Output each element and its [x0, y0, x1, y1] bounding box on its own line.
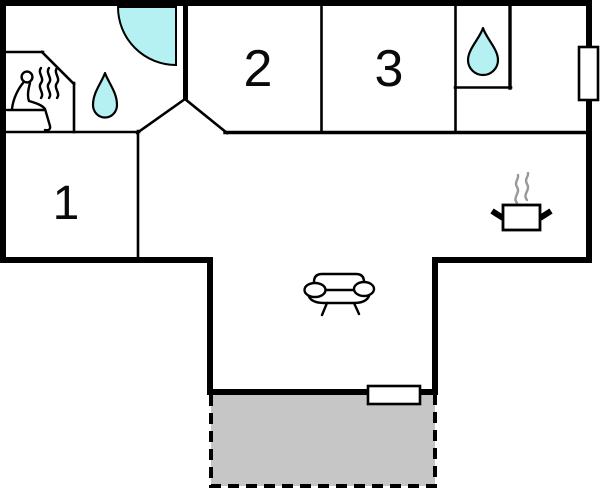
door-swing-arc	[116, 6, 177, 67]
pot-body	[501, 203, 542, 232]
water-drop-shape	[91, 71, 119, 119]
heat-wave-icon	[46, 66, 52, 100]
hall-diagonal-right	[183, 97, 229, 135]
outer-walls	[0, 0, 592, 395]
terrace-fill	[211, 393, 435, 486]
room-3-label: 3	[375, 40, 404, 98]
window-right	[577, 45, 600, 102]
room-1-label: 1	[53, 177, 80, 230]
heat-wave-icon	[54, 66, 60, 100]
sauna-person-arm	[10, 81, 25, 111]
sofa-base	[306, 290, 372, 305]
sauna-icon	[5, 66, 60, 132]
sofa-left-armrest	[303, 281, 327, 299]
shower-water-drop-icon	[91, 71, 119, 119]
sofa-left-leg	[320, 301, 329, 317]
patio-door	[366, 384, 422, 406]
sauna-person-body	[26, 81, 52, 132]
pot-left-handle	[490, 208, 505, 221]
pot-right-handle	[538, 208, 553, 221]
door-swing-icon	[116, 6, 177, 67]
hall-diagonal-left	[135, 97, 187, 135]
heat-wave-icon	[38, 66, 44, 100]
cooking-pot-icon	[490, 171, 553, 232]
sofa-back	[312, 272, 366, 293]
steam-line	[514, 173, 520, 205]
sofa-icon	[303, 272, 376, 317]
bathroom-water-drop-icon	[466, 26, 500, 77]
room-2-label: 2	[244, 40, 273, 98]
outer-wall-outline	[0, 0, 592, 395]
terrace-dashed-border	[209, 395, 437, 488]
terrace-area	[209, 393, 437, 488]
sofa-right-armrest	[352, 280, 376, 298]
water-drop-shape	[466, 26, 500, 77]
interior-walls	[1, 2, 592, 262]
sofa-right-leg	[352, 301, 361, 316]
steam-line	[524, 171, 530, 202]
sauna-person-head	[20, 70, 34, 84]
